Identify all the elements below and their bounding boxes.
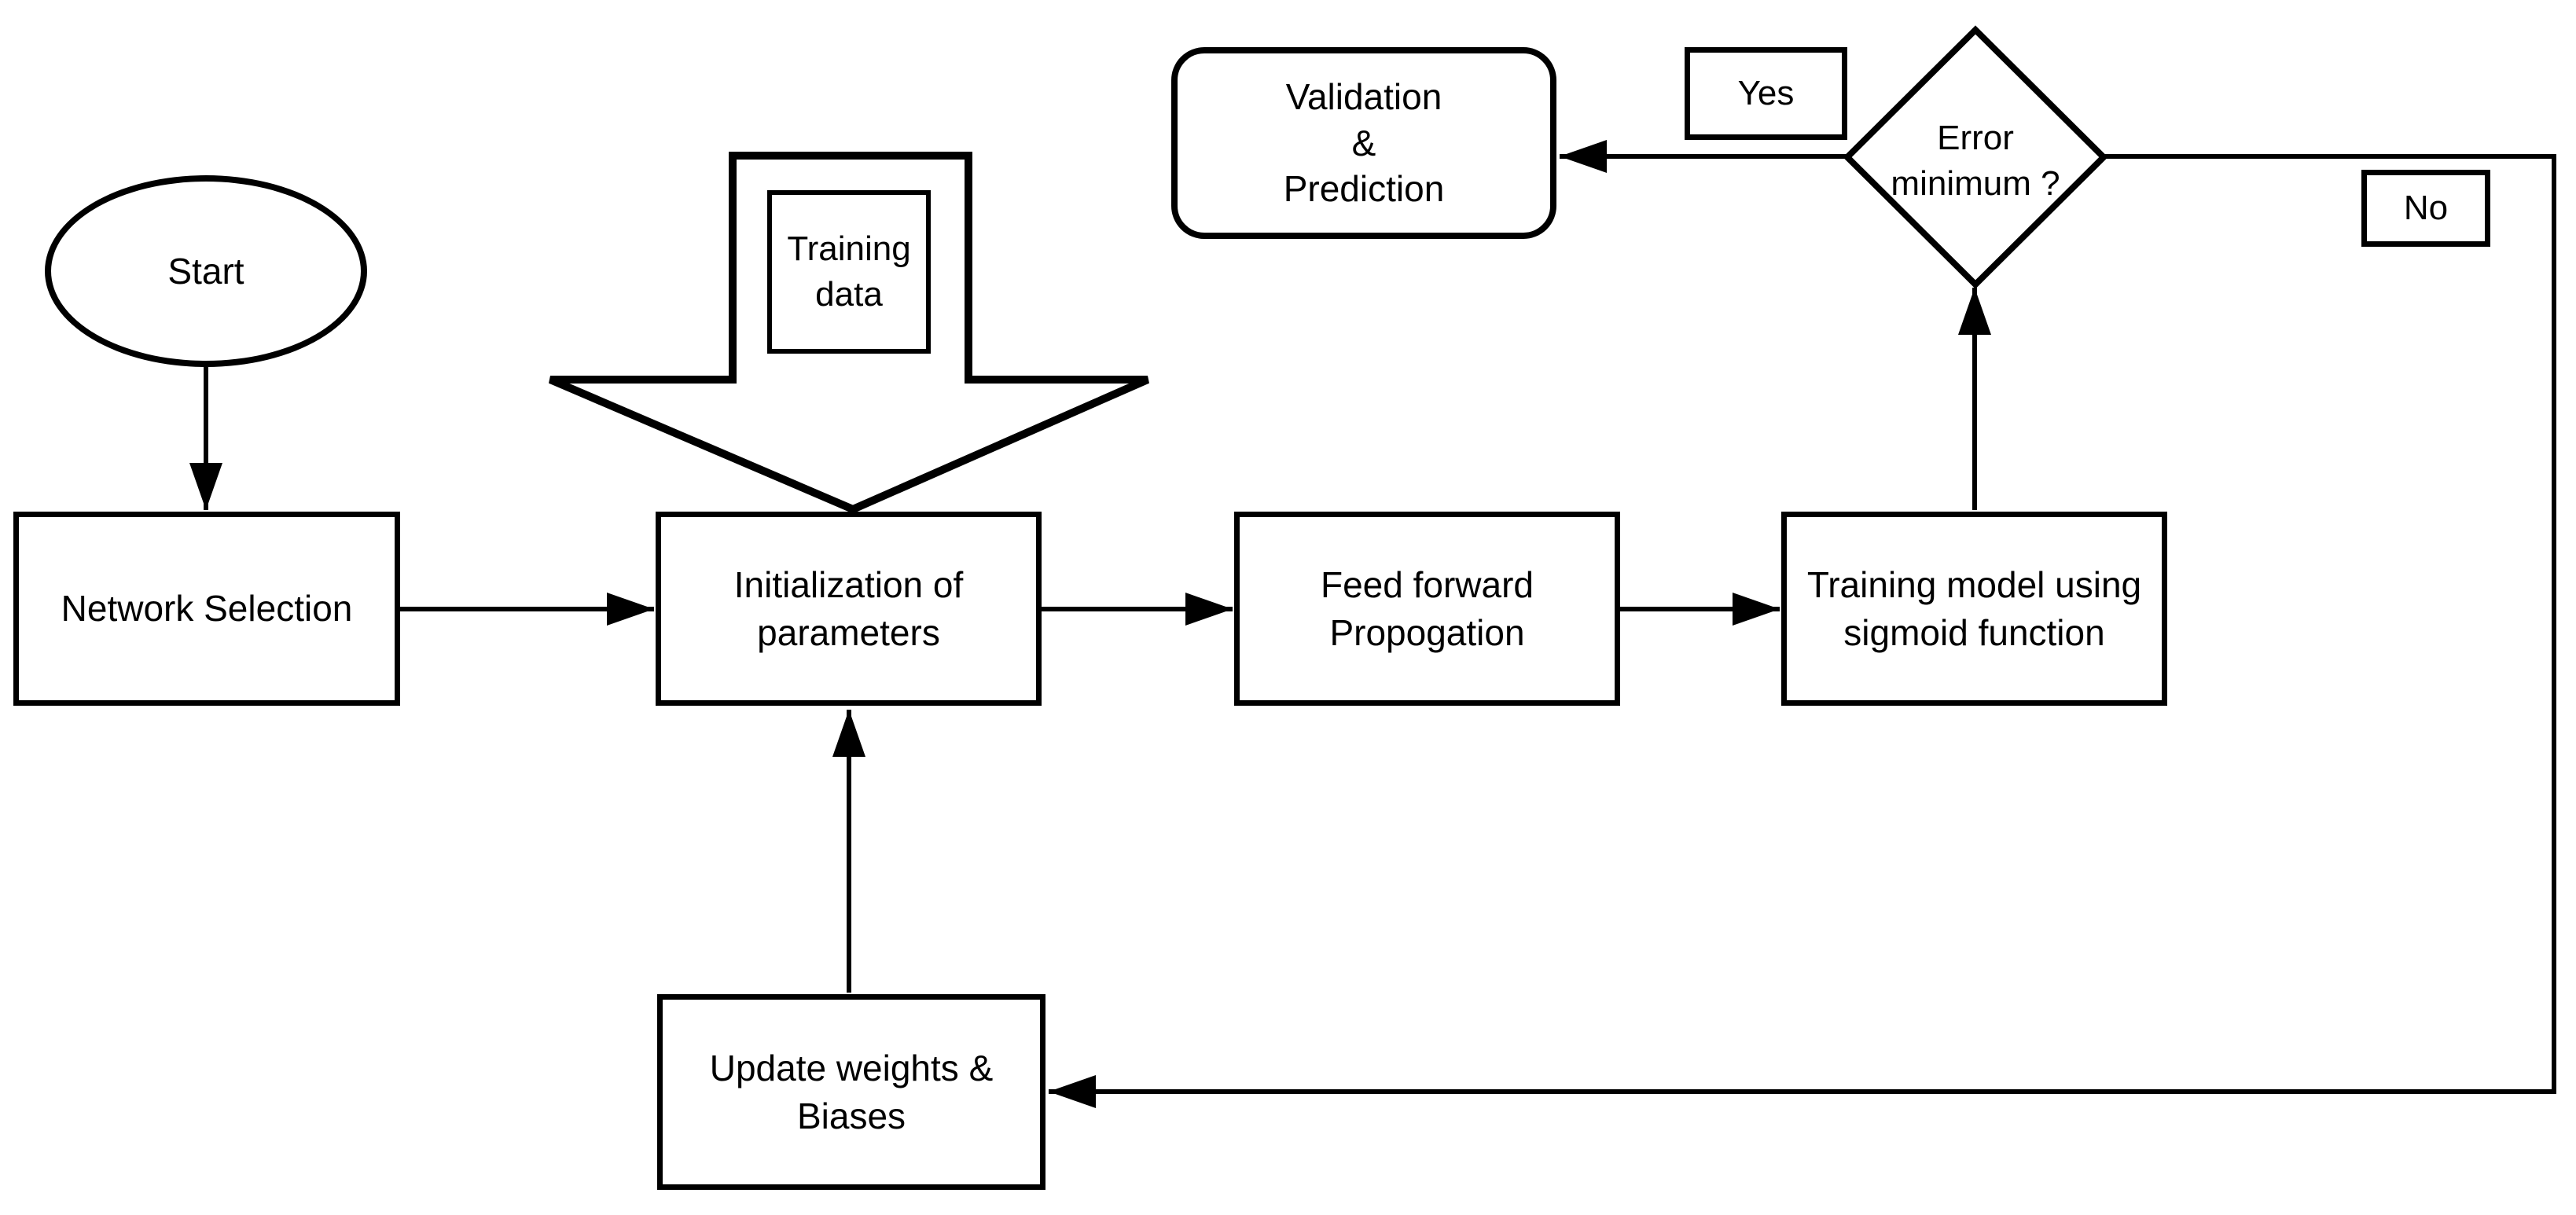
decision-label: Error minimum ? (1850, 106, 2101, 216)
node-update-weights-line: Update weights & (709, 1047, 994, 1088)
node-training-data-line: data (815, 275, 883, 314)
node-initialization: Initialization of parameters (656, 512, 1042, 706)
edge-label-no-text: No (2403, 188, 2449, 227)
node-training-data: Training data (767, 190, 931, 354)
node-initialization-line: Initialization of (733, 563, 964, 605)
node-update-weights-line: Biases (796, 1095, 906, 1136)
node-update-weights: Update weights & Biases (657, 994, 1045, 1190)
node-feed-forward-line: Propogation (1329, 611, 1525, 653)
node-training-model: Training model using sigmoid function (1781, 512, 2167, 706)
node-training-model-line: sigmoid function (1843, 611, 2105, 653)
node-network-selection: Network Selection (13, 512, 400, 706)
node-validation-line: Prediction (1283, 168, 1445, 210)
edge-label-yes: Yes (1685, 47, 1847, 140)
node-training-model-line: Training model using (1806, 563, 2142, 605)
decision-label-line: minimum ? (1891, 164, 2060, 203)
node-feed-forward-line: Feed forward (1320, 563, 1534, 605)
node-start-label: Start (167, 250, 244, 292)
node-training-data-line: Training (787, 229, 911, 268)
edge-label-yes-text: Yes (1737, 73, 1795, 112)
node-validation-line: & (1351, 122, 1376, 163)
node-network-selection-label: Network Selection (61, 588, 353, 630)
edge-label-no: No (2361, 170, 2490, 247)
node-validation-prediction: Validation & Prediction (1171, 47, 1556, 239)
node-initialization-line: parameters (757, 611, 940, 653)
node-validation-line: Validation (1285, 75, 1442, 117)
decision-label-line: Error (1937, 118, 2014, 157)
node-feed-forward: Feed forward Propogation (1234, 512, 1620, 706)
node-start: Start (45, 175, 367, 367)
